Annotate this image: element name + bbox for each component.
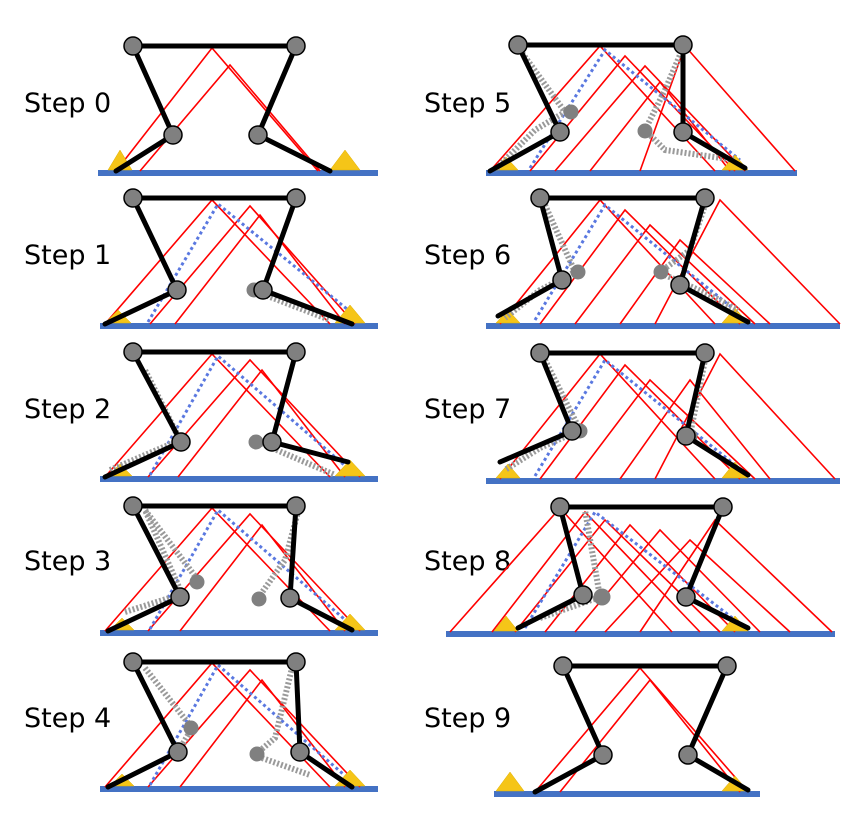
step-label-0: Step 0 — [24, 88, 111, 119]
joint-knee-left — [550, 122, 570, 142]
joints — [123, 342, 306, 452]
joint-knee-left — [171, 432, 191, 452]
step-panel-6: Step 6 — [424, 188, 841, 329]
step-label-2: Step 2 — [24, 394, 111, 425]
joint-knee-left — [168, 742, 188, 762]
joints — [508, 35, 693, 142]
joints — [530, 188, 715, 295]
red-triangles — [499, 198, 841, 325]
step-label-1: Step 1 — [24, 240, 111, 271]
joint-knee-right — [676, 587, 696, 607]
leg-links — [102, 195, 355, 327]
joint-hip-left — [550, 497, 570, 517]
joint-hip-left — [123, 652, 143, 672]
ghost-links — [124, 508, 301, 615]
joint-knee-right — [280, 588, 300, 608]
step-panel-8: Step 8 — [424, 497, 835, 637]
joints — [553, 656, 737, 765]
joint-knee-right — [676, 426, 696, 446]
joint-knee-left — [562, 421, 582, 441]
leg-links — [495, 195, 751, 325]
joint-knee-right — [253, 280, 273, 300]
joint-hip-right — [713, 497, 733, 517]
leg-links — [105, 503, 355, 634]
foot-marker-left — [495, 771, 525, 792]
joints — [123, 36, 306, 145]
joints — [550, 497, 733, 607]
joints — [123, 652, 310, 762]
joint-knee-right — [673, 122, 693, 142]
joint-hip-right — [286, 188, 306, 208]
joint-knee-left — [593, 745, 613, 765]
leg-links — [532, 663, 751, 795]
joint-knee-left — [552, 270, 572, 290]
joint-hip-left — [123, 342, 143, 362]
leg-links — [515, 504, 751, 631]
joint-hip-left — [123, 36, 143, 56]
ghost-links — [142, 666, 312, 778]
step-panel-7: Step 7 — [424, 343, 840, 484]
foot-marker-right — [329, 149, 361, 171]
joint-knee-right — [290, 742, 310, 762]
joint-hip-left — [530, 343, 550, 363]
joint-hip-right — [673, 35, 693, 55]
step-label-9: Step 9 — [424, 703, 511, 734]
blue-trace-lines — [528, 47, 741, 169]
step-label-8: Step 8 — [424, 546, 511, 577]
foot-marker-right — [334, 459, 366, 477]
step-panel-0: Step 0 — [24, 36, 378, 176]
joint-knee-right — [670, 275, 690, 295]
joint-hip-right — [286, 342, 306, 362]
blue-trace-lines — [523, 509, 736, 629]
joint-knee-right — [262, 432, 282, 452]
step-panel-9: Step 9 — [424, 656, 760, 797]
step-panel-1: Step 1 — [24, 188, 378, 329]
joint-hip-right — [695, 343, 715, 363]
joint-hip-right — [717, 656, 737, 676]
step-panel-4: Step 4 — [24, 652, 378, 792]
joint-hip-right — [286, 36, 306, 56]
joint-hip-right — [286, 496, 306, 516]
joint-hip-left — [530, 188, 550, 208]
foot-marker-left — [493, 615, 519, 632]
joints — [123, 496, 306, 608]
joint-knee-right — [248, 125, 268, 145]
blue-trace-lines — [148, 662, 351, 786]
step-label-6: Step 6 — [424, 240, 511, 271]
step-label-5: Step 5 — [424, 88, 511, 119]
joint-knee-right — [678, 745, 698, 765]
blue-trace-lines — [148, 507, 351, 630]
leg-links — [497, 350, 751, 478]
leg-links — [113, 43, 333, 174]
joint-hip-left — [553, 656, 573, 676]
step-panel-2: Step 2 — [24, 342, 378, 482]
joint-knee-left — [170, 587, 190, 607]
joint-hip-right — [695, 188, 715, 208]
joints — [123, 188, 306, 300]
step-label-4: Step 4 — [24, 703, 111, 734]
blue-trace-lines — [146, 201, 359, 323]
joint-hip-left — [123, 496, 143, 516]
joint-knee-left — [163, 125, 183, 145]
ghost-links — [492, 48, 736, 173]
joint-knee-left — [167, 280, 187, 300]
blue-trace-lines — [148, 353, 351, 476]
step-panel-3: Step 3 — [24, 496, 378, 636]
leg-links — [102, 349, 351, 480]
step-label-7: Step 7 — [424, 394, 511, 425]
joint-hip-left — [123, 188, 143, 208]
step-panel-5: Step 5 — [424, 35, 797, 176]
ghost-links — [539, 509, 611, 621]
joint-hip-right — [286, 652, 306, 672]
leg-links — [487, 42, 748, 174]
joint-knee-left — [573, 585, 593, 605]
joint-hip-left — [508, 35, 528, 55]
joints — [530, 343, 715, 446]
step-label-3: Step 3 — [24, 546, 111, 577]
red-triangles — [489, 44, 796, 172]
leg-links — [105, 659, 355, 790]
